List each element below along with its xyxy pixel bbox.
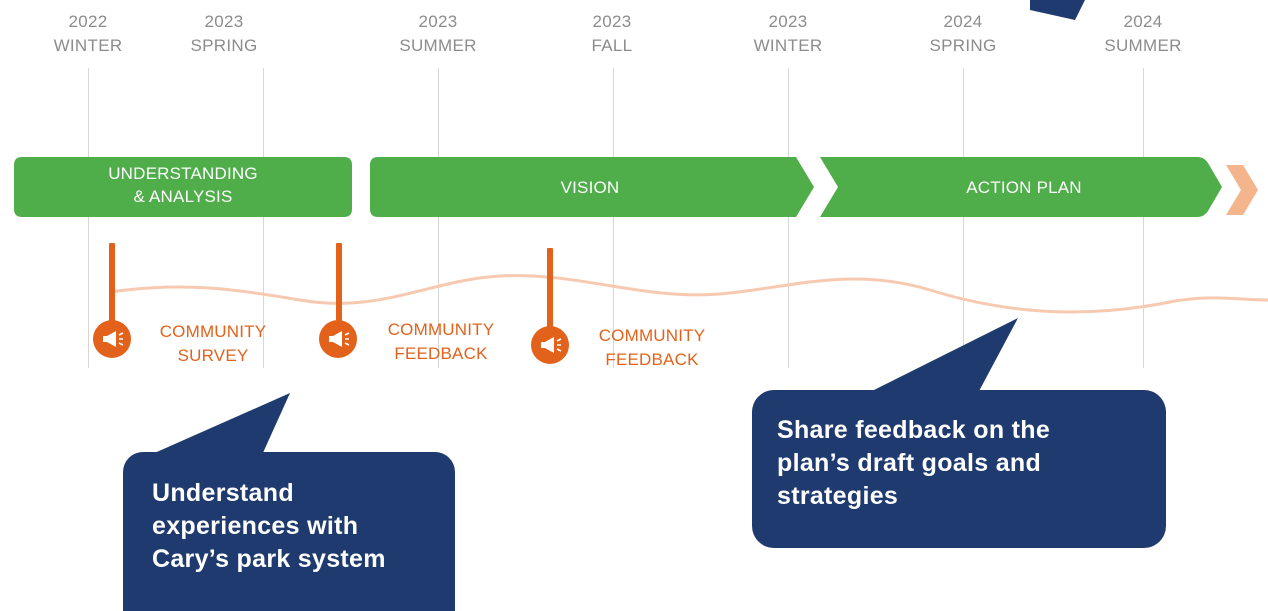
milestone-label-line: FEEDBACK (394, 344, 488, 363)
milestone-label-feedback-2: COMMUNITY FEEDBACK (577, 324, 727, 372)
season-divider (788, 68, 789, 368)
phase-label-understanding: UNDERSTANDING & ANALYSIS (14, 162, 352, 208)
megaphone-icon (93, 320, 131, 358)
phase-label-vision: VISION (560, 178, 620, 197)
milestone-label-survey: COMMUNITY SURVEY (138, 320, 288, 368)
bubble-tail-right (868, 318, 1018, 393)
season-2024-spring: 2024 SPRING (893, 10, 1033, 58)
season-2022-winter: 2022 WINTER (18, 10, 158, 58)
season-year: 2023 (418, 12, 458, 31)
season-divider (1143, 68, 1144, 368)
continuation-chevron-icon (1226, 165, 1258, 215)
season-name: WINTER (53, 36, 123, 55)
phase-bar-understanding (14, 157, 352, 217)
phase-label-line: & ANALYSIS (133, 187, 233, 206)
callout-line: strategies (777, 482, 899, 510)
milestone-label-line: FEEDBACK (605, 350, 699, 369)
milestone-stem (547, 248, 553, 330)
milestone-label-feedback-1: COMMUNITY FEEDBACK (366, 318, 516, 366)
callout-line: Understand (152, 479, 294, 507)
season-2024-summer: 2024 SUMMER (1073, 10, 1213, 58)
season-name: WINTER (753, 36, 823, 55)
bubble-tail-left (150, 393, 290, 455)
phase-label-line: UNDERSTANDING (108, 164, 258, 183)
megaphone-icon (531, 326, 569, 364)
season-year: 2022 (68, 12, 108, 31)
callout-bubble-right (752, 390, 1166, 548)
season-year: 2023 (592, 12, 632, 31)
season-name: SPRING (929, 36, 997, 55)
season-name: SPRING (190, 36, 258, 55)
milestone-stem (109, 243, 115, 325)
top-bubble-fragment (1030, 0, 1085, 20)
season-2023-spring: 2023 SPRING (154, 10, 294, 58)
season-year: 2024 (1123, 12, 1163, 31)
season-year: 2023 (768, 12, 808, 31)
season-divider (963, 68, 964, 368)
callout-line: Cary’s park system (152, 545, 386, 573)
callout-bubble-left (123, 452, 455, 611)
season-divider (438, 68, 439, 368)
season-2023-summer: 2023 SUMMER (368, 10, 508, 58)
milestone-label-line: COMMUNITY (159, 322, 267, 341)
season-2023-winter: 2023 WINTER (718, 10, 858, 58)
callout-line: plan’s draft goals and (777, 449, 1042, 477)
season-divider (263, 68, 264, 368)
decorative-wave (109, 274, 1268, 314)
callout-text-left: Understand experiences with Cary’s park … (152, 477, 386, 576)
callout-line: Share feedback on the (777, 416, 1051, 444)
phase-bar-vision (370, 157, 814, 217)
season-divider (88, 68, 89, 368)
season-name: FALL (591, 36, 633, 55)
milestone-label-line: COMMUNITY (598, 326, 706, 345)
season-divider (613, 68, 614, 368)
season-name: SUMMER (399, 36, 477, 55)
milestone-label-line: SURVEY (177, 346, 249, 365)
milestone-stem (336, 243, 342, 325)
megaphone-icon (319, 320, 357, 358)
season-year: 2023 (204, 12, 244, 31)
season-2023-fall: 2023 FALL (542, 10, 682, 58)
milestone-label-line: COMMUNITY (387, 320, 495, 339)
callout-text-right: Share feedback on the plan’s draft goals… (777, 414, 1050, 513)
season-year: 2024 (943, 12, 983, 31)
phase-label-action-plan: ACTION PLAN (966, 178, 1082, 197)
callout-line: experiences with (152, 512, 359, 540)
season-name: SUMMER (1104, 36, 1182, 55)
phase-bar-action-plan (820, 157, 1222, 217)
